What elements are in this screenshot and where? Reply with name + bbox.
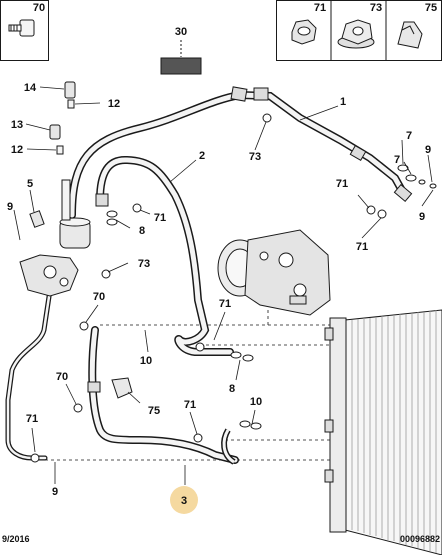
callout-9-right-upper: 9 bbox=[425, 144, 431, 156]
callout-13: 13 bbox=[11, 119, 23, 131]
header-label-75: 75 bbox=[425, 2, 437, 14]
callout-9-left: 9 bbox=[7, 201, 13, 213]
header-label-70: 70 bbox=[33, 2, 45, 14]
callout-7-lower: 7 bbox=[394, 154, 400, 166]
pipe-2 bbox=[95, 155, 234, 356]
header-box-left: 70 bbox=[0, 0, 49, 61]
footer-date: 9/2016 bbox=[2, 534, 30, 544]
switch-5 bbox=[29, 210, 45, 228]
callout-71-bottom-left: 71 bbox=[26, 413, 38, 425]
callout-71-upper: 71 bbox=[154, 212, 166, 224]
callout-10-lower: 10 bbox=[250, 396, 262, 408]
callout-12-upper: 12 bbox=[108, 98, 120, 110]
callout-14: 14 bbox=[24, 82, 37, 94]
valve-12a bbox=[67, 99, 75, 109]
callout-7-upper: 7 bbox=[406, 130, 412, 142]
callout-8-lower: 8 bbox=[229, 383, 235, 395]
cap-14 bbox=[64, 81, 76, 99]
compressor bbox=[217, 229, 331, 316]
callout-71-right-upper: 71 bbox=[336, 178, 348, 190]
callout-70-upper: 70 bbox=[93, 291, 105, 303]
receiver-dryer bbox=[59, 179, 91, 249]
clip-icon bbox=[397, 21, 423, 49]
callout-labels: 14 12 13 12 5 9 73 1 2 71 8 73 7 7 9 9 7… bbox=[7, 82, 431, 507]
callout-75: 75 bbox=[148, 405, 160, 417]
callout-12-lower: 12 bbox=[11, 144, 23, 156]
leader-lines bbox=[13, 86, 434, 485]
callout-9-bottom: 9 bbox=[52, 486, 58, 498]
footer-code: 00096882 bbox=[400, 534, 440, 544]
fasteners bbox=[30, 113, 437, 463]
pipe-1 bbox=[68, 86, 413, 219]
callout-30: 30 bbox=[175, 26, 187, 38]
header-label-73: 73 bbox=[370, 2, 382, 14]
cap-13 bbox=[49, 124, 61, 140]
callout-1: 1 bbox=[340, 96, 346, 108]
pipe-3 bbox=[88, 326, 239, 465]
callout-71-right-lower: 71 bbox=[356, 241, 368, 253]
bracket-75 bbox=[111, 377, 133, 399]
callout-71-lower: 71 bbox=[184, 399, 196, 411]
header-label-71: 71 bbox=[314, 2, 326, 14]
expansion-valve bbox=[19, 254, 79, 297]
callout-71-middle: 71 bbox=[219, 298, 231, 310]
callout-10-upper: 10 bbox=[140, 355, 152, 367]
callout-3: 3 bbox=[181, 495, 187, 507]
callout-73-lower: 73 bbox=[138, 258, 150, 270]
header-box-right: 71 73 75 bbox=[276, 0, 442, 61]
condenser bbox=[324, 309, 442, 556]
callout-73-upper: 73 bbox=[249, 151, 261, 163]
callout-70-lower: 70 bbox=[56, 371, 68, 383]
pad-part-30 bbox=[160, 57, 202, 75]
callout-5: 5 bbox=[27, 178, 33, 190]
callout-2: 2 bbox=[199, 150, 205, 162]
nut-icon bbox=[291, 19, 317, 45]
liquid-line bbox=[5, 287, 53, 461]
valve-12b bbox=[56, 145, 64, 155]
callout-9-right-lower: 9 bbox=[419, 211, 425, 223]
flange-nut-icon bbox=[337, 19, 375, 49]
callout-8-upper: 8 bbox=[139, 225, 145, 237]
callout-3-highlight bbox=[170, 486, 198, 514]
bolt-icon bbox=[8, 19, 35, 37]
